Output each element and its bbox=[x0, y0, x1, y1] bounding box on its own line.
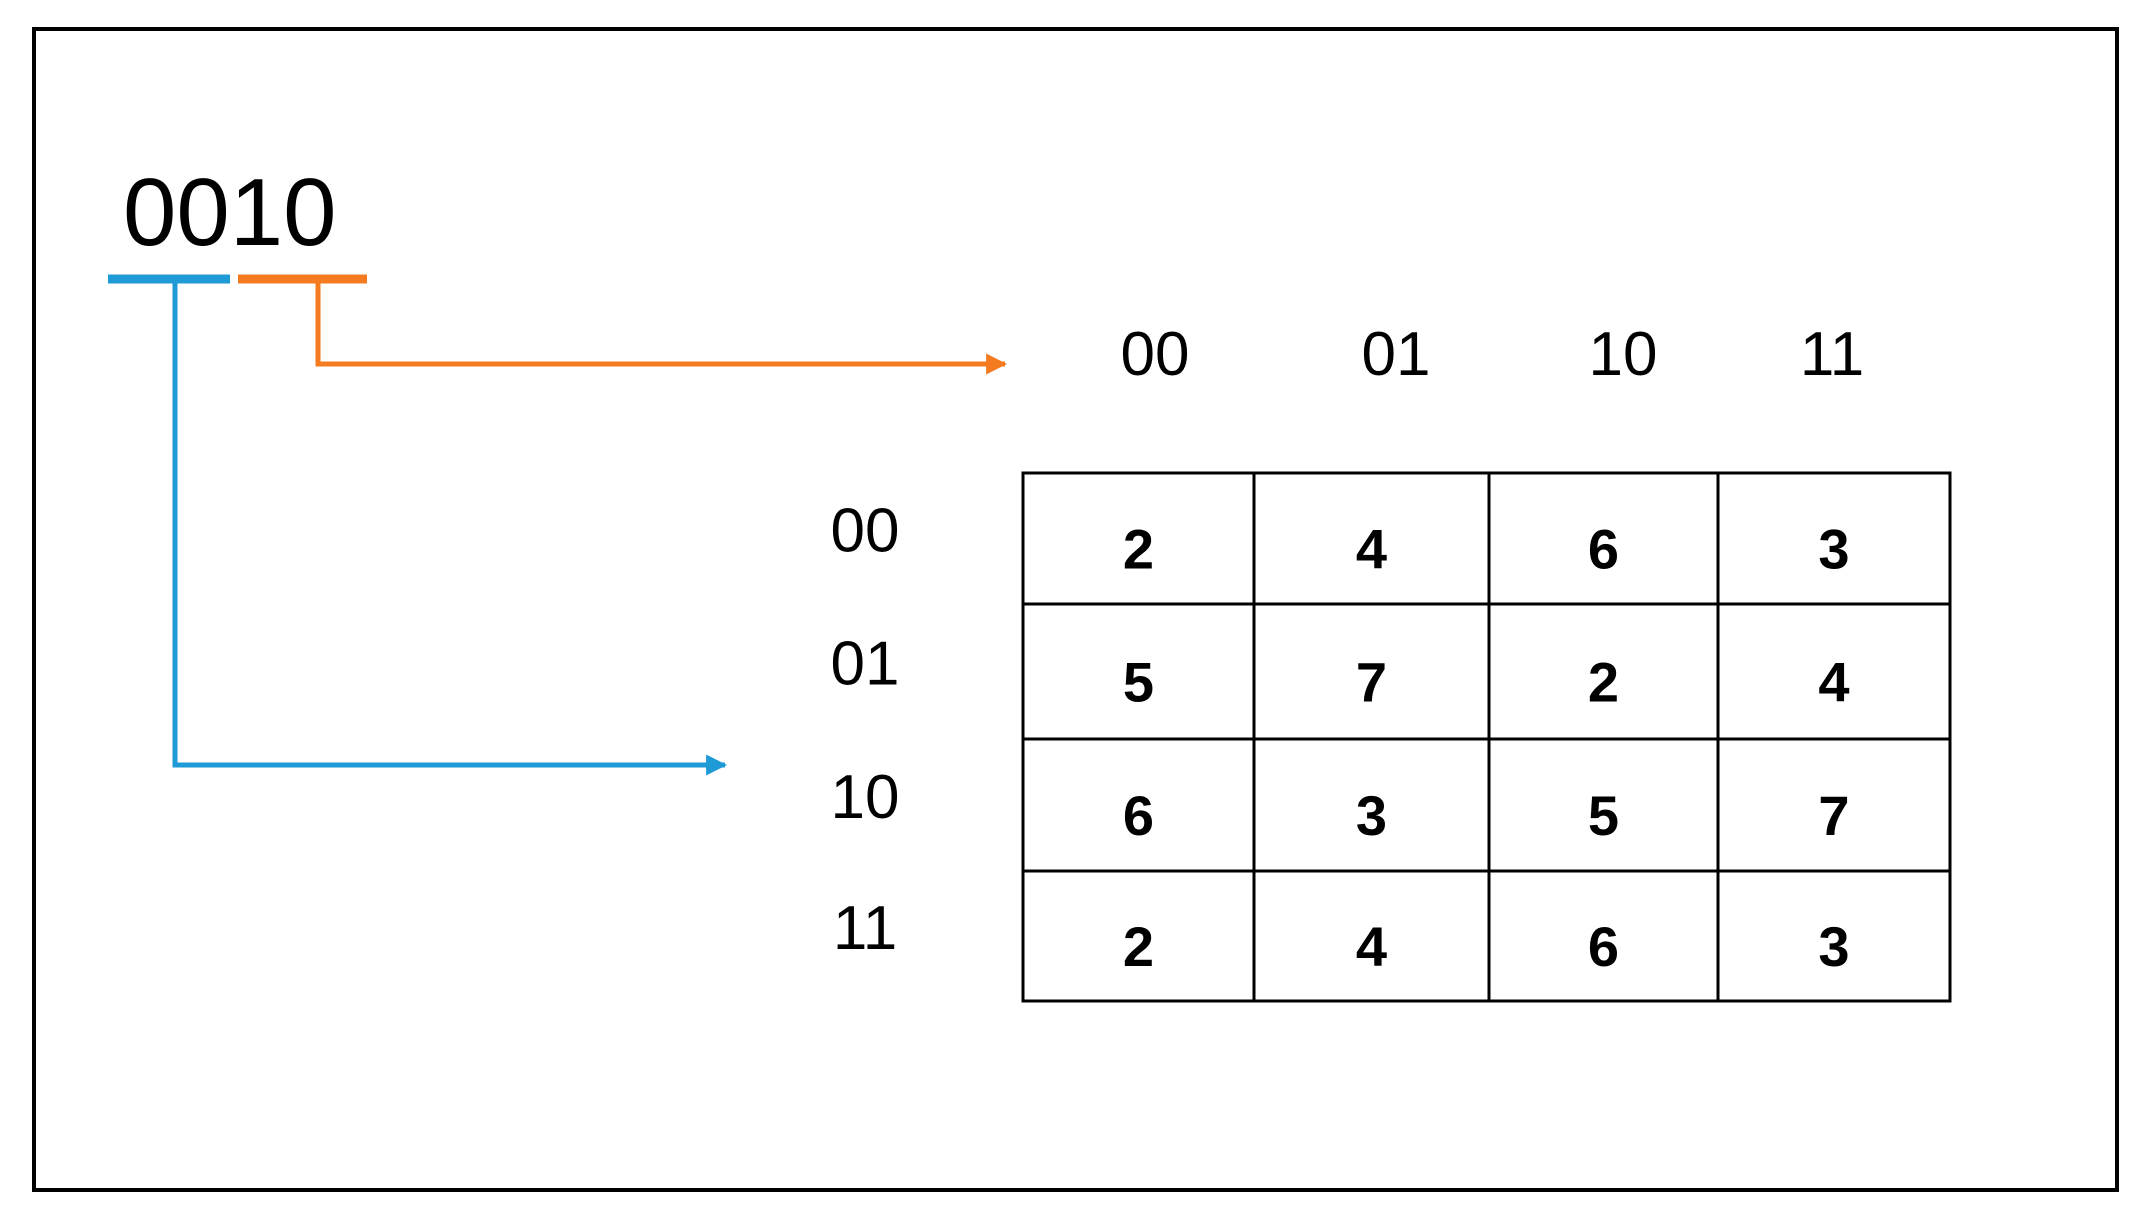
column-label: 01 bbox=[1362, 320, 1431, 389]
table-cell bbox=[1716, 737, 1952, 873]
table-cell-value: 6 bbox=[1588, 915, 1619, 978]
column-label: 00 bbox=[1121, 320, 1190, 389]
table-cell-value: 4 bbox=[1818, 651, 1849, 714]
table-cell-value: 3 bbox=[1818, 915, 1849, 978]
table-cell-value: 7 bbox=[1818, 784, 1849, 847]
row-selector-arrow bbox=[172, 283, 728, 776]
table-cell bbox=[1487, 869, 1720, 1003]
row-label: 00 bbox=[831, 497, 900, 566]
table-cell-value: 5 bbox=[1123, 651, 1154, 714]
row-label: 10 bbox=[831, 763, 900, 832]
binary-input: 0010 bbox=[123, 159, 337, 266]
column-label: 11 bbox=[1800, 320, 1864, 389]
outer-frame bbox=[32, 27, 2119, 1192]
table-cell-value: 3 bbox=[1356, 784, 1387, 847]
table-cell bbox=[1021, 471, 1256, 606]
row-label: 11 bbox=[833, 894, 897, 963]
row-label: 01 bbox=[831, 630, 900, 699]
table-cell bbox=[1252, 869, 1491, 1003]
table-cell bbox=[1716, 869, 1952, 1003]
lookup-table: 2 4 6 3 5 7 2 4 6 3 5 7 2 4 6 3 bbox=[1021, 471, 1952, 1003]
table-cell bbox=[1021, 602, 1256, 741]
table-cell-value: 2 bbox=[1588, 651, 1619, 714]
table-cell-value: 7 bbox=[1356, 651, 1387, 714]
table-cell-value: 3 bbox=[1818, 518, 1849, 581]
table-cell-value: 6 bbox=[1588, 518, 1619, 581]
table-cell bbox=[1487, 737, 1720, 873]
table-cell bbox=[1487, 471, 1720, 606]
row-labels: 00 01 10 11 bbox=[831, 497, 900, 964]
table-cell bbox=[1252, 602, 1491, 741]
column-labels: 00 01 10 11 bbox=[1121, 320, 1865, 389]
table-cell-value: 2 bbox=[1123, 915, 1154, 978]
table-cell bbox=[1716, 471, 1952, 606]
column-selector-arrow bbox=[315, 283, 1008, 375]
table-cell-value: 4 bbox=[1356, 915, 1387, 978]
table-cell bbox=[1021, 737, 1256, 873]
table-cell-value: 5 bbox=[1588, 784, 1619, 847]
table-cell-value: 2 bbox=[1123, 518, 1154, 581]
table-cell-value: 6 bbox=[1123, 784, 1154, 847]
table-cell bbox=[1021, 869, 1256, 1003]
table-cell-value: 4 bbox=[1356, 518, 1387, 581]
column-label: 10 bbox=[1589, 320, 1658, 389]
